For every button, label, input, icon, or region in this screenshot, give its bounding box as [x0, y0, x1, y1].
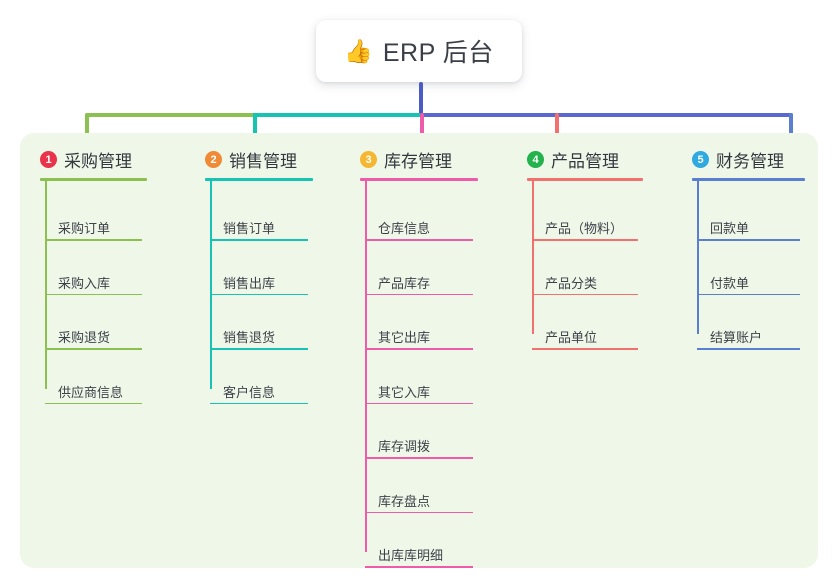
leaf-rule: [532, 348, 638, 350]
leaf-item[interactable]: 仓库信息: [378, 221, 431, 236]
connector-segment-3: [420, 113, 793, 117]
leaf-item[interactable]: 其它入库: [378, 384, 431, 400]
leaf-item[interactable]: 回款单: [710, 221, 750, 236]
leaf-item[interactable]: 其它出库: [378, 330, 431, 345]
column-badge-4: 4: [527, 151, 544, 168]
leaf-item[interactable]: 客户信息: [223, 384, 276, 400]
column-badge-3: 3: [360, 151, 377, 168]
leaf-rule: [532, 239, 638, 241]
leaf-rule: [365, 511, 473, 514]
leaf-rule: [365, 402, 473, 405]
leaf-rule: [45, 239, 142, 241]
column-header-2[interactable]: 2 销售管理: [205, 147, 297, 172]
leaf-item[interactable]: 产品分类: [545, 275, 598, 291]
leaf-item[interactable]: 产品单位: [545, 330, 598, 345]
column-rule-4: [527, 178, 643, 181]
leaf-item[interactable]: 销售退货: [223, 330, 276, 345]
connector-drop-3: [420, 113, 424, 147]
column-header-4[interactable]: 4 产品管理: [527, 147, 619, 172]
leaf-item[interactable]: 库存调拨: [378, 439, 431, 454]
column-badge-2: 2: [205, 151, 222, 168]
leaf-item[interactable]: 产品（物料）: [545, 221, 624, 236]
leaf-item[interactable]: 采购订单: [58, 221, 111, 236]
leaf-item[interactable]: 出库库明细: [378, 548, 444, 563]
leaf-item[interactable]: 采购退货: [58, 330, 111, 345]
leaf-rule: [365, 566, 473, 568]
root-title: ERP 后台: [382, 39, 494, 67]
leaf-rule: [697, 348, 800, 350]
column-rule-1: [40, 178, 147, 181]
leaf-rule: [532, 293, 638, 296]
column-spine-1: [45, 181, 47, 389]
leaf-rule: [210, 402, 308, 405]
leaf-rule: [45, 402, 142, 405]
connector-drop-2: [253, 113, 257, 147]
leaf-rule: [697, 239, 800, 241]
branch-panel: [20, 133, 818, 568]
column-rule-3: [360, 178, 478, 181]
leaf-rule: [45, 348, 142, 350]
column-header-3[interactable]: 3 库存管理: [360, 147, 452, 172]
column-rule-5: [692, 178, 805, 181]
leaf-item[interactable]: 产品库存: [378, 275, 431, 291]
connector-segment-1: [85, 113, 257, 117]
column-badge-5: 5: [692, 151, 709, 168]
leaf-rule: [365, 348, 473, 350]
column-header-5[interactable]: 5 财务管理: [692, 147, 784, 172]
column-rule-2: [205, 178, 313, 181]
leaf-item[interactable]: 结算账户: [710, 330, 763, 345]
leaf-rule: [365, 457, 473, 459]
column-title-3: 库存管理: [384, 152, 452, 171]
leaf-item[interactable]: 销售出库: [223, 275, 276, 291]
column-badge-1: 1: [40, 151, 57, 168]
column-title-1: 采购管理: [64, 152, 132, 171]
connector-drop-4: [555, 113, 559, 147]
column-title-5: 财务管理: [716, 152, 784, 171]
root-stem: [419, 82, 423, 117]
column-spine-2: [210, 181, 212, 389]
leaf-item[interactable]: 采购入库: [58, 275, 111, 291]
column-title-4: 产品管理: [551, 152, 619, 171]
column-spine-5: [697, 181, 699, 334]
thumbs-up-icon: 👍: [344, 37, 373, 64]
leaf-item[interactable]: 库存盘点: [378, 493, 431, 509]
leaf-item[interactable]: 付款单: [710, 275, 750, 291]
connector-drop-5: [789, 113, 793, 147]
column-spine-3: [365, 181, 367, 552]
connector-segment-2: [253, 113, 424, 117]
leaf-rule: [697, 293, 800, 296]
leaf-rule: [210, 293, 308, 296]
leaf-rule: [365, 239, 473, 241]
leaf-rule: [365, 293, 473, 296]
leaf-rule: [210, 239, 308, 241]
leaf-item[interactable]: 销售订单: [223, 221, 276, 236]
column-title-2: 销售管理: [229, 152, 297, 171]
leaf-rule: [210, 348, 308, 350]
connector-drop-1: [85, 113, 89, 147]
column-header-1[interactable]: 1 采购管理: [40, 147, 132, 172]
root-node[interactable]: 👍 ERP 后台: [316, 20, 522, 82]
leaf-item[interactable]: 供应商信息: [58, 384, 124, 400]
column-spine-4: [532, 181, 534, 334]
leaf-rule: [45, 293, 142, 296]
